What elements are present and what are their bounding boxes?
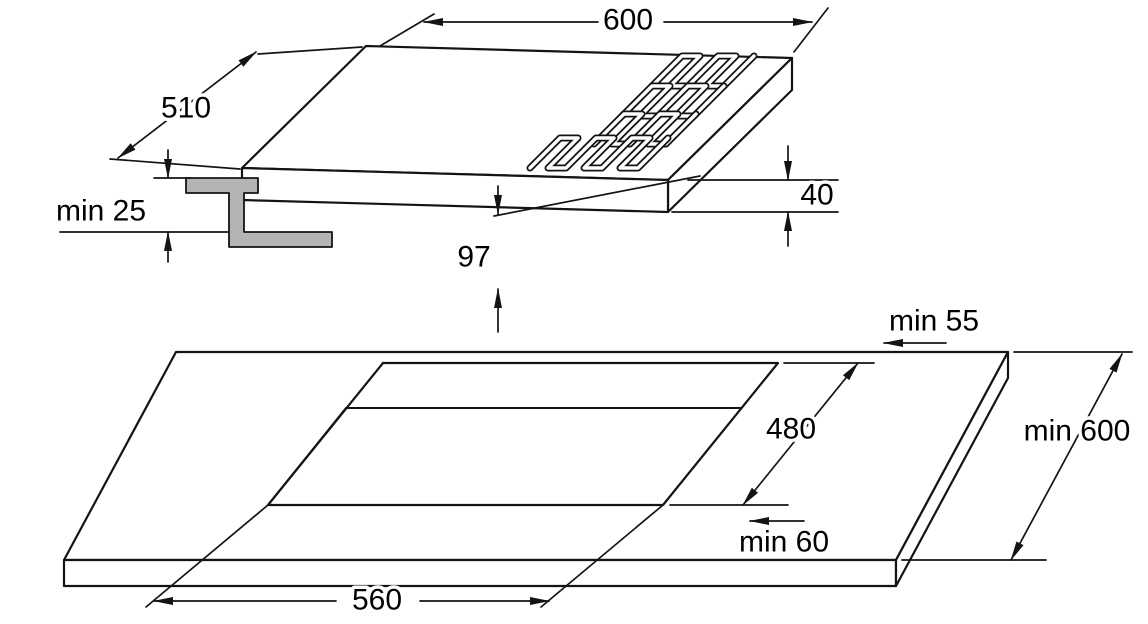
worktop-drawing: min 55 480 min 600 min 60 560 (62, 301, 1134, 620)
extension-line (109, 158, 241, 170)
dim-worktop-depth: min 600 (901, 351, 1134, 561)
dim-hob-width: 600 (379, 0, 829, 53)
dim-front-distance: min 60 (735, 517, 833, 562)
hob-depth-label: 510 (161, 92, 211, 125)
extension-line (379, 13, 435, 47)
fixing-bracket (185, 177, 333, 248)
hob-drawing: 600 510 min 25 40 (52, 0, 839, 333)
dim-hob-height: 40 (671, 145, 839, 247)
worktop-front-face (62, 558, 898, 588)
extension-line (540, 504, 664, 608)
front-distance-label: min 60 (739, 526, 829, 559)
rear-distance-label: min 55 (889, 305, 979, 338)
worktop-side-face (894, 350, 1010, 588)
extension-line (257, 46, 363, 55)
dimension-line (742, 362, 859, 506)
cutout-inner-wall-line (267, 407, 347, 506)
dim-cutout-depth: 480 (669, 362, 875, 506)
dimension-line (117, 51, 257, 159)
extension-line (145, 504, 269, 608)
cutout-width-label: 560 (352, 584, 402, 617)
worktop-depth-label: min 600 (1024, 415, 1131, 448)
extension-line (793, 7, 829, 53)
hob-width-label: 600 (603, 4, 653, 37)
dim-hob-depth: 510 (109, 46, 363, 170)
dim-min-clearance: min 25 (52, 149, 230, 263)
hob-height-label: 40 (800, 179, 833, 212)
dim-rear-distance: min 55 (883, 301, 983, 347)
min-clearance-label: min 25 (56, 195, 146, 228)
leader-line (493, 175, 701, 217)
dim-cutout-width: 560 (145, 504, 664, 620)
hob-depth-below-label: 97 (457, 241, 490, 274)
dimension-line (1010, 353, 1123, 561)
cutout-depth-label: 480 (766, 413, 816, 446)
dim-hob-depth-below: 97 (454, 175, 701, 333)
